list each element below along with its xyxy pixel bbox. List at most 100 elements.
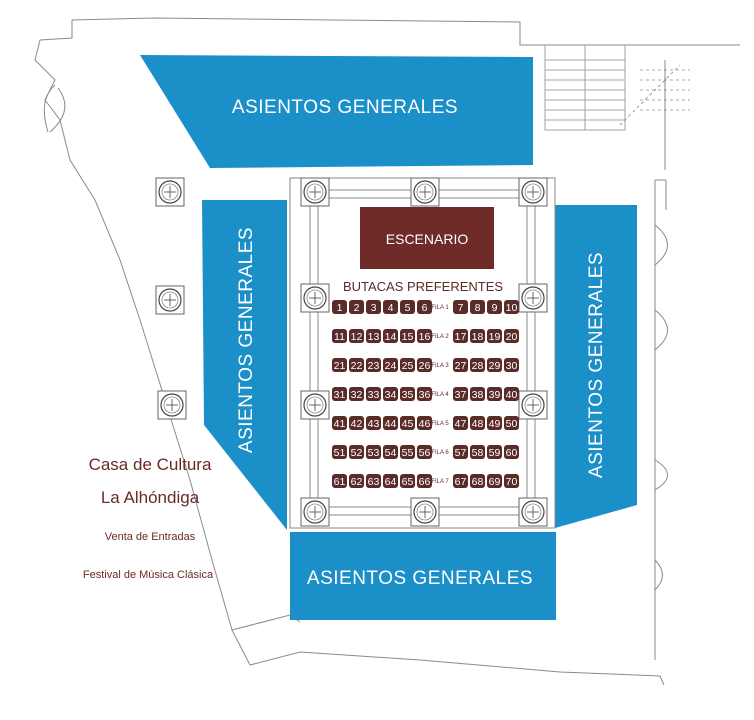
seat[interactable]: 68 xyxy=(470,474,485,488)
seat-number: 25 xyxy=(402,360,414,372)
seat[interactable]: 1 xyxy=(332,300,347,314)
seat[interactable]: 9 xyxy=(487,300,502,314)
seat[interactable]: 33 xyxy=(366,387,381,401)
seat[interactable]: 57 xyxy=(453,445,468,459)
seat-number: 62 xyxy=(351,476,363,488)
seat[interactable]: 49 xyxy=(487,416,502,430)
seat-number: 52 xyxy=(351,447,363,459)
zone-left[interactable] xyxy=(202,200,287,530)
zone-right-label: ASIENTOS GENERALES xyxy=(586,252,607,478)
seat[interactable]: 28 xyxy=(470,358,485,372)
seat[interactable]: 2 xyxy=(349,300,364,314)
seat[interactable]: 56 xyxy=(417,445,432,459)
seat[interactable]: 44 xyxy=(383,416,398,430)
seat[interactable]: 36 xyxy=(417,387,432,401)
seat[interactable]: 65 xyxy=(400,474,415,488)
seat[interactable]: 10 xyxy=(504,300,519,314)
seat[interactable]: 12 xyxy=(349,329,364,343)
seat[interactable]: 24 xyxy=(383,358,398,372)
seat-number: 36 xyxy=(419,389,431,401)
seat[interactable]: 30 xyxy=(504,358,519,372)
seat-number: 11 xyxy=(334,331,345,343)
seat[interactable]: 35 xyxy=(400,387,415,401)
seat-number: 26 xyxy=(419,360,431,372)
seat[interactable]: 52 xyxy=(349,445,364,459)
seat[interactable]: 8 xyxy=(470,300,485,314)
seat[interactable]: 34 xyxy=(383,387,398,401)
column-icon xyxy=(300,497,330,527)
seat[interactable]: 50 xyxy=(504,416,519,430)
seat[interactable]: 7 xyxy=(453,300,468,314)
seat[interactable]: 63 xyxy=(366,474,381,488)
seat[interactable]: 39 xyxy=(487,387,502,401)
seat[interactable]: 38 xyxy=(470,387,485,401)
seat[interactable]: 40 xyxy=(504,387,519,401)
seat[interactable]: 21 xyxy=(332,358,347,372)
seat[interactable]: 15 xyxy=(400,329,415,343)
row-label: FILA 3 xyxy=(431,363,449,369)
seat-number: 39 xyxy=(489,389,501,401)
seat[interactable]: 20 xyxy=(504,329,519,343)
seat[interactable]: 46 xyxy=(417,416,432,430)
seat[interactable]: 14 xyxy=(383,329,398,343)
seat[interactable]: 43 xyxy=(366,416,381,430)
seat[interactable]: 11 xyxy=(332,329,347,343)
seat-number: 12 xyxy=(351,331,363,343)
seat[interactable]: 48 xyxy=(470,416,485,430)
seat[interactable]: 61 xyxy=(332,474,347,488)
seat-number: 7 xyxy=(458,302,464,314)
seat-number: 42 xyxy=(351,418,363,430)
seat[interactable]: 66 xyxy=(417,474,432,488)
seat[interactable]: 29 xyxy=(487,358,502,372)
seat[interactable]: 16 xyxy=(417,329,432,343)
seat[interactable]: 41 xyxy=(332,416,347,430)
seat[interactable]: 69 xyxy=(487,474,502,488)
seat[interactable]: 18 xyxy=(470,329,485,343)
seat[interactable]: 55 xyxy=(400,445,415,459)
seat[interactable]: 62 xyxy=(349,474,364,488)
zone-top[interactable] xyxy=(140,55,533,168)
column-icon xyxy=(300,283,330,313)
seat[interactable]: 22 xyxy=(349,358,364,372)
seat[interactable]: 5 xyxy=(400,300,415,314)
seat[interactable]: 67 xyxy=(453,474,468,488)
seat-number: 9 xyxy=(492,302,498,314)
seat[interactable]: 51 xyxy=(332,445,347,459)
seat[interactable]: 19 xyxy=(487,329,502,343)
seat[interactable]: 60 xyxy=(504,445,519,459)
seat-number: 16 xyxy=(419,331,431,343)
seat[interactable]: 13 xyxy=(366,329,381,343)
seat[interactable]: 58 xyxy=(470,445,485,459)
seat[interactable]: 47 xyxy=(453,416,468,430)
seat[interactable]: 70 xyxy=(504,474,519,488)
seat[interactable]: 17 xyxy=(453,329,468,343)
seat[interactable]: 53 xyxy=(366,445,381,459)
seat-number: 33 xyxy=(368,389,380,401)
zone-right[interactable] xyxy=(555,205,637,528)
seat[interactable]: 3 xyxy=(366,300,381,314)
seat[interactable]: 27 xyxy=(453,358,468,372)
zone-bottom[interactable] xyxy=(290,532,556,620)
seat[interactable]: 37 xyxy=(453,387,468,401)
column-icon xyxy=(157,390,187,420)
stairs xyxy=(544,44,690,131)
seat[interactable]: 59 xyxy=(487,445,502,459)
seat[interactable]: 23 xyxy=(366,358,381,372)
seat[interactable]: 25 xyxy=(400,358,415,372)
seat-number: 3 xyxy=(371,302,377,314)
row-label: FILA 4 xyxy=(431,392,449,398)
seat[interactable]: 32 xyxy=(349,387,364,401)
seat[interactable]: 6 xyxy=(417,300,432,314)
seat[interactable]: 64 xyxy=(383,474,398,488)
seat[interactable]: 54 xyxy=(383,445,398,459)
seat[interactable]: 4 xyxy=(383,300,398,314)
seat[interactable]: 42 xyxy=(349,416,364,430)
seat[interactable]: 31 xyxy=(332,387,347,401)
seat[interactable]: 45 xyxy=(400,416,415,430)
zone-left-label: ASIENTOS GENERALES xyxy=(236,227,257,453)
preferred-seats-label: BUTACAS PREFERENTES xyxy=(343,279,503,294)
seat[interactable]: 26 xyxy=(417,358,432,372)
column-icon xyxy=(410,497,440,527)
seat-number: 47 xyxy=(455,418,467,430)
